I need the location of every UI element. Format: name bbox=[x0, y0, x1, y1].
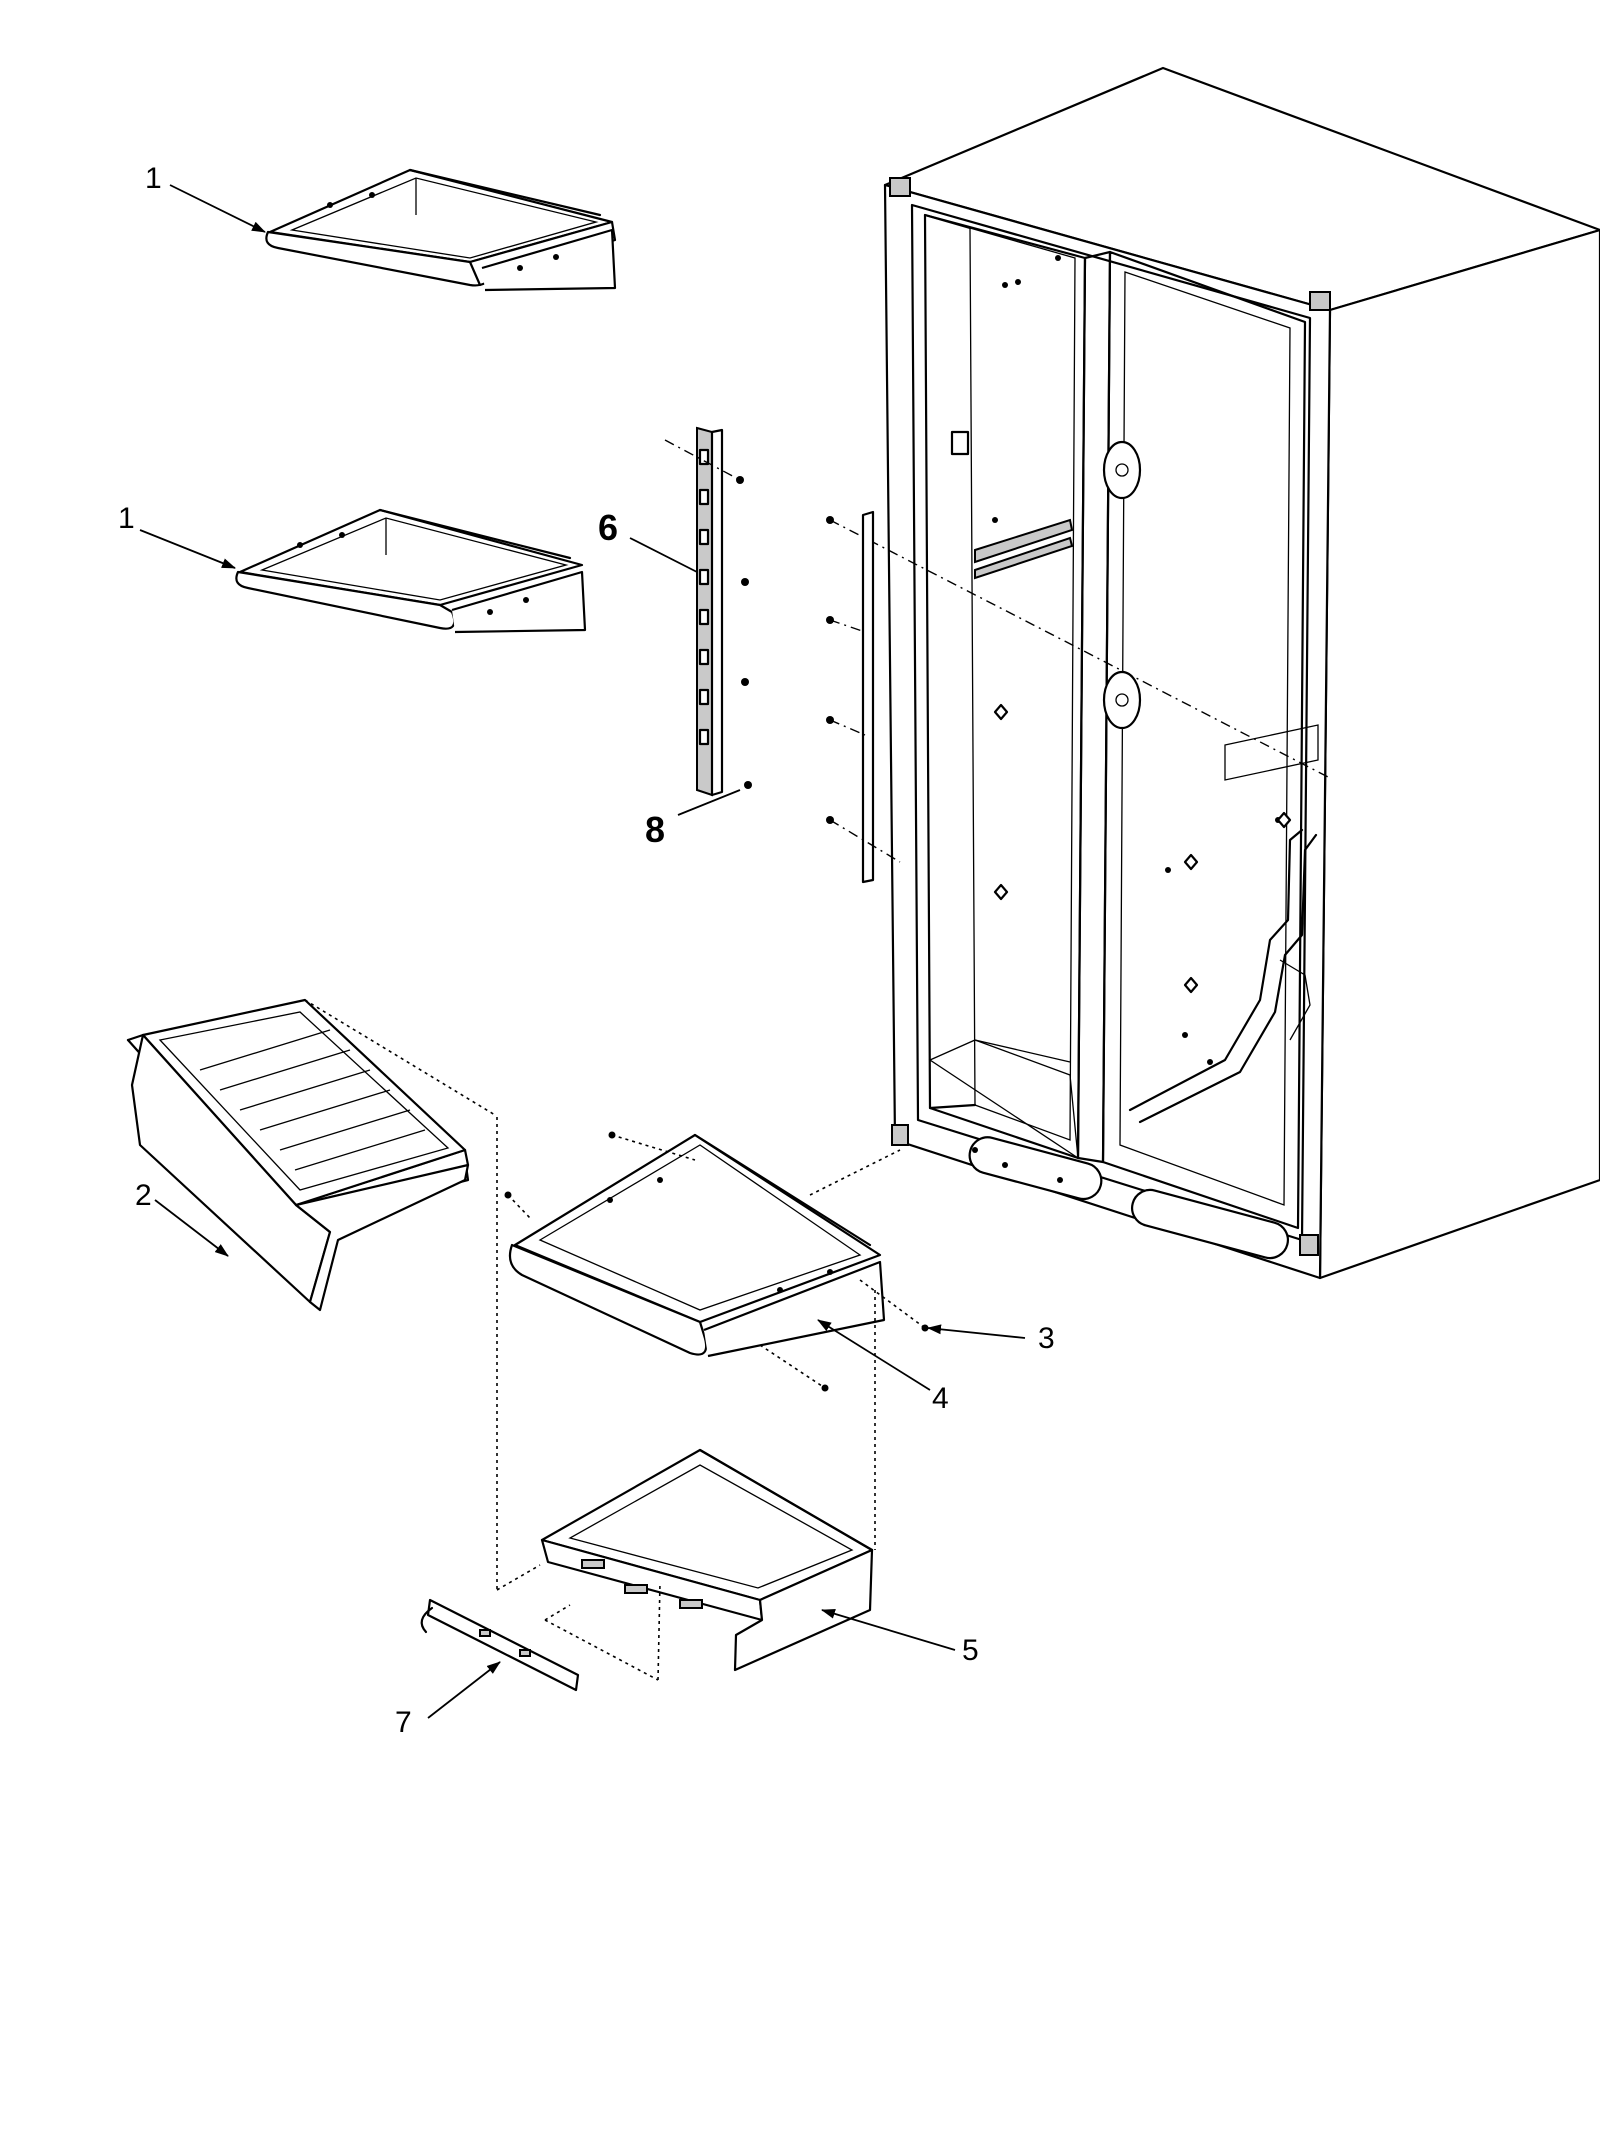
callout-crisper-drawer: 2 bbox=[135, 1179, 152, 1212]
callout-screw: 3 bbox=[1038, 1322, 1055, 1355]
shelf-top bbox=[265, 168, 617, 292]
leader-screw bbox=[927, 1324, 1026, 1339]
callout-ladder-screw: 8 bbox=[645, 809, 665, 850]
leader-shelf-ladder bbox=[629, 537, 698, 573]
side-rail bbox=[826, 510, 901, 884]
drawer-frame bbox=[540, 1448, 874, 1672]
callout-shelf-top: 1 bbox=[145, 162, 162, 195]
callout-shelf-ladder: 6 bbox=[598, 507, 618, 548]
shelf-middle bbox=[235, 508, 587, 634]
shelf-ladder bbox=[664, 426, 1331, 797]
callout-drawer-slide: 7 bbox=[395, 1706, 412, 1739]
callout-shelf-bottom: 4 bbox=[932, 1382, 949, 1415]
shelf-bottom bbox=[504, 1131, 929, 1392]
callout-shelf-middle: 1 bbox=[118, 502, 135, 535]
leader-drawer-frame bbox=[821, 1608, 956, 1651]
leader-crisper-drawer bbox=[154, 1199, 229, 1257]
leader-shelf-top bbox=[169, 184, 266, 233]
callout-drawer-frame: 5 bbox=[962, 1634, 979, 1667]
refrigerator-cabinet bbox=[883, 66, 1600, 1280]
leader-drawer-slide bbox=[427, 1661, 501, 1719]
leader-ladder-screw bbox=[677, 789, 741, 816]
drawer-slide bbox=[420, 1598, 580, 1692]
crisper-drawer bbox=[126, 998, 496, 1312]
leader-shelf-bottom bbox=[817, 1319, 931, 1391]
leader-shelf-middle bbox=[139, 529, 236, 569]
